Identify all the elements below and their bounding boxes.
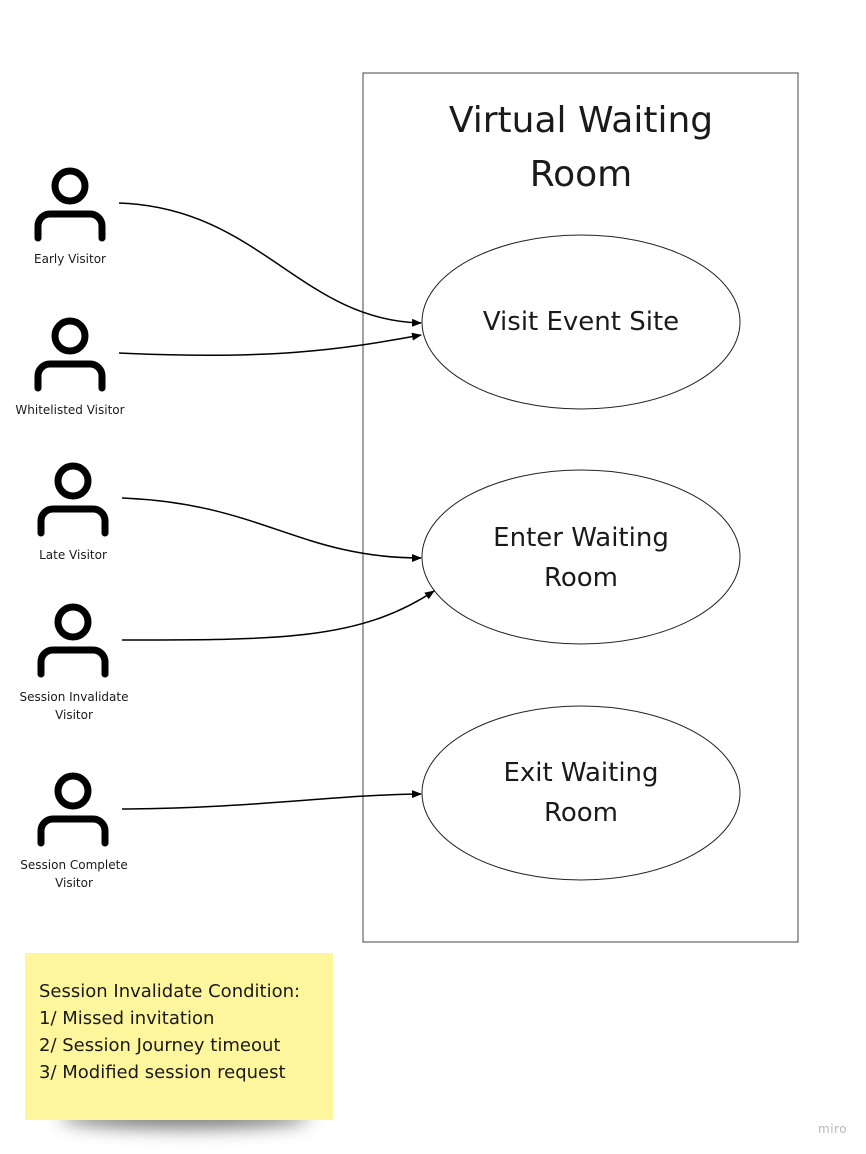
connector-session-invalidate-visitor-to-enter-waiting-room[interactable] [121, 590, 435, 641]
use-case-enter-waiting-room-label-line1: Enter Waiting [493, 523, 669, 553]
sticky-note[interactable]: Session Invalidate Condition: 1/ Missed … [25, 953, 333, 1120]
sticky-note-line: 1/ Missed invitation [39, 1008, 215, 1029]
sticky-note-line: 3/ Modified session request [39, 1062, 286, 1083]
connector-late-visitor-to-enter-waiting-room[interactable] [121, 497, 422, 562]
use-case-visit-event-site-label: Visit Event Site [483, 307, 679, 337]
actor-label-line1: Session Complete [20, 858, 128, 872]
use-case-exit-waiting-room-label-line2: Room [544, 798, 618, 828]
actor-label-whitelisted-visitor: Whitelisted Visitor [0, 401, 140, 419]
miro-watermark: miro [818, 1122, 848, 1136]
person-icon[interactable] [37, 603, 109, 678]
person-icon[interactable] [34, 317, 106, 392]
sticky-note-line: 2/ Session Journey timeout [39, 1035, 281, 1056]
actor-label-session-complete-visitor: Session Complete Visitor [4, 856, 144, 892]
actor-label-line2: Visitor [55, 708, 93, 722]
system-boundary [362, 72, 799, 943]
use-case-enter-waiting-room[interactable] [421, 469, 741, 645]
actor-label-line1: Late Visitor [39, 548, 107, 562]
use-case-exit-waiting-room-label-line1: Exit Waiting [503, 758, 658, 788]
actor-label-line1: Early Visitor [34, 252, 106, 266]
use-case-exit-waiting-room[interactable] [421, 705, 741, 881]
person-icon[interactable] [37, 462, 109, 537]
connector-session-complete-visitor-to-exit-waiting-room[interactable] [121, 790, 422, 810]
connector-whitelisted-visitor-to-visit-event-site[interactable] [118, 332, 422, 357]
use-case-visit-event-site[interactable] [421, 234, 741, 410]
system-title-line1: Virtual Waiting [449, 100, 713, 141]
use-case-enter-waiting-room-label-line2: Room [544, 563, 618, 593]
person-icon[interactable] [37, 772, 109, 847]
system-title-line2: Room [530, 154, 633, 195]
actor-label-session-invalidate-visitor: Session Invalidate Visitor [4, 688, 144, 724]
actor-label-line2: Visitor [55, 876, 93, 890]
sticky-note-line: Session Invalidate Condition: [39, 981, 301, 1002]
connector-early-visitor-to-visit-event-site[interactable] [118, 202, 422, 327]
actor-label-late-visitor: Late Visitor [3, 546, 143, 564]
actor-label-line1: Whitelisted Visitor [15, 403, 125, 417]
actor-label-early-visitor: Early Visitor [0, 250, 140, 268]
person-icon[interactable] [34, 167, 106, 242]
actor-label-line1: Session Invalidate [19, 690, 129, 704]
